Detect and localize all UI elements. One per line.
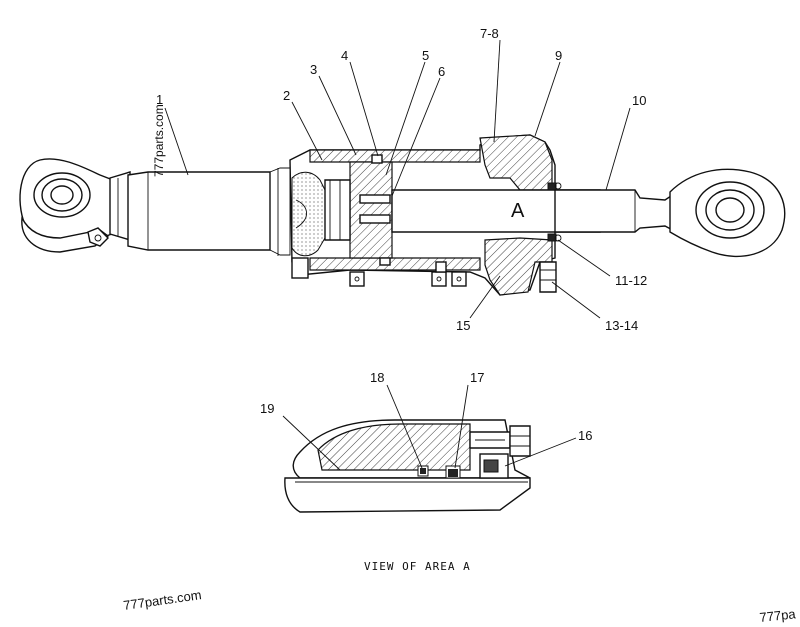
callout-9: 9	[555, 48, 562, 63]
section-view	[289, 134, 601, 296]
callout-15: 15	[456, 318, 470, 333]
callout-18: 18	[370, 370, 384, 385]
callout-11-12: 11-12	[615, 273, 647, 288]
cylinder-tube	[127, 167, 291, 256]
callout-1: 1	[156, 92, 163, 107]
callout-6: 6	[438, 64, 445, 79]
right-rod-eye	[669, 168, 786, 258]
callout-2: 2	[283, 88, 290, 103]
watermark-bottom-left: 777parts.com	[122, 587, 202, 613]
cylinder-assembly: A	[19, 134, 786, 296]
callouts-main: 1 2 3 4 5 6 7-8 9 10 11-12 13-14 15	[156, 26, 647, 333]
callout-7-8: 7-8	[480, 26, 499, 41]
leader-lines	[164, 39, 631, 319]
detail-caption: VIEW OF AREA A	[364, 560, 471, 573]
callout-5: 5	[422, 48, 429, 63]
callout-3: 3	[310, 62, 317, 77]
detail-view-area-a: 19 18 17 16	[260, 370, 592, 513]
callout-17: 17	[470, 370, 484, 385]
callout-4: 4	[341, 48, 348, 63]
watermark-rotated: 777parts.com	[152, 104, 166, 177]
callout-19: 19	[260, 401, 274, 416]
callout-10: 10	[632, 93, 646, 108]
area-a-label: A	[511, 200, 525, 222]
callout-13-14: 13-14	[605, 318, 638, 333]
callout-16: 16	[578, 428, 592, 443]
watermark-bottom-right: 777pa	[759, 606, 797, 625]
left-rod-eye	[19, 158, 131, 253]
piston-rod	[554, 188, 681, 236]
